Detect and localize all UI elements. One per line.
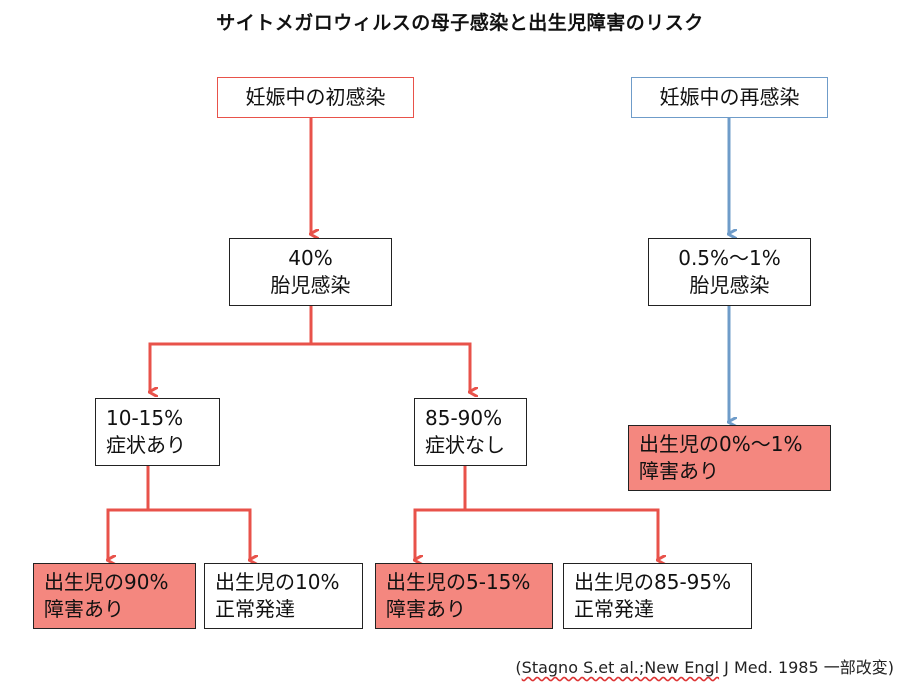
symptomatic-label: 症状あり [106, 433, 186, 457]
connector-symptomatic-left [108, 466, 150, 560]
outcome-box: 出生児の90% 障害あり [33, 563, 196, 629]
reinfection-fetal-infection-box: 0.5%〜1% 胎児感染 [648, 238, 811, 306]
citation-open: ( [515, 658, 522, 677]
primary-infection-label: 妊娠中の初感染 [245, 85, 386, 109]
outcome-line2: 障害あり [386, 597, 466, 621]
connector-fetal-split [150, 306, 313, 392]
reinfection-box: 妊娠中の再感染 [631, 77, 828, 118]
connector-fetal-split-right [311, 342, 470, 392]
symptomatic-box: 10-15% 症状あり [95, 398, 220, 466]
connector-symptomatic-right [108, 508, 250, 560]
outcome-box: 出生児の5-15% 障害あり [375, 563, 553, 629]
outcome-line2: 障害あり [44, 597, 124, 621]
fetal-infection-rate: 40% [288, 246, 333, 270]
fetal-infection-label: 胎児感染 [270, 273, 351, 297]
primary-fetal-infection-box: 40% 胎児感染 [229, 238, 392, 306]
outcome-line2: 正常発達 [574, 597, 654, 621]
connector-asymptomatic-left [415, 466, 467, 560]
reinfection-label: 妊娠中の再感染 [659, 85, 800, 109]
outcome-box: 出生児の85-95% 正常発達 [563, 563, 752, 629]
citation-rest: J Med. 1985 一部改変) [719, 658, 894, 677]
asymptomatic-rate: 85-90% [425, 406, 503, 430]
page-title: サイトメガロウィルスの母子感染と出生児障害のリスク [216, 12, 704, 34]
outcome-box: 出生児の10% 正常発達 [204, 563, 363, 629]
symptomatic-rate: 10-15% [106, 406, 184, 430]
reinfection-outcome-line2: 障害あり [639, 459, 719, 483]
asymptomatic-label: 症状なし [425, 433, 505, 457]
reinfection-fetal-label: 胎児感染 [689, 273, 770, 297]
outcome-line2: 正常発達 [215, 597, 295, 621]
primary-infection-box: 妊娠中の初感染 [217, 77, 414, 118]
reinfection-fetal-rate: 0.5%〜1% [678, 246, 781, 270]
reinfection-outcome-line1: 出生児の0%〜1% [639, 432, 803, 456]
outcome-line1: 出生児の5-15% [386, 570, 531, 594]
asymptomatic-box: 85-90% 症状なし [414, 398, 527, 466]
outcome-line1: 出生児の10% [215, 570, 340, 594]
citation-journal: Stagno S.et al.;New Engl [521, 658, 720, 677]
citation: (Stagno S.et al.;New Engl J Med. 1985 一部… [515, 654, 894, 678]
outcome-line1: 出生児の90% [44, 570, 169, 594]
reinfection-outcome-box: 出生児の0%〜1% 障害あり [628, 425, 831, 491]
outcome-line1: 出生児の85-95% [574, 570, 732, 594]
connector-asymptomatic-right [415, 508, 658, 560]
